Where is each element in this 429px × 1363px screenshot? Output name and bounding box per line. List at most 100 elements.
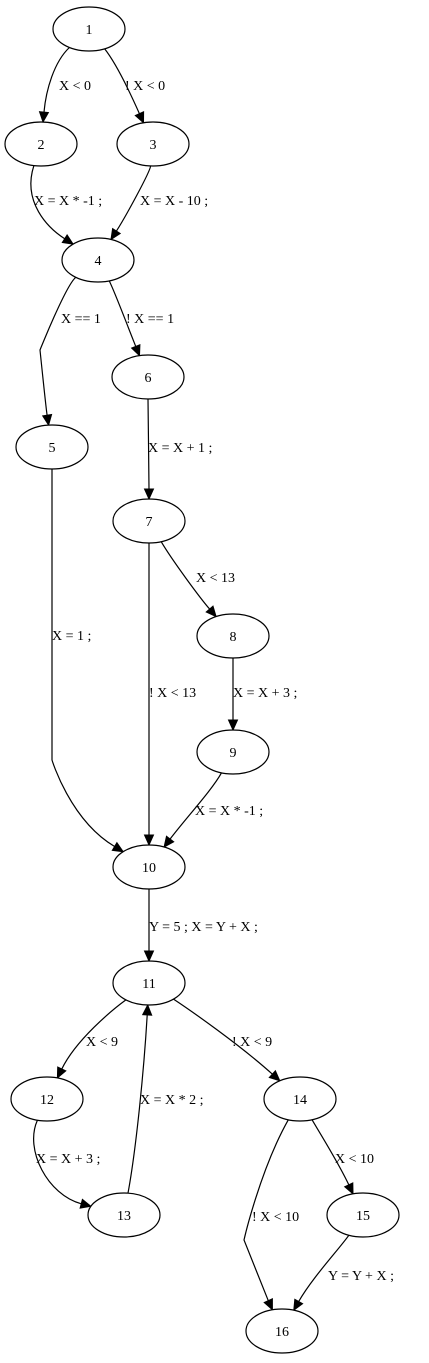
node-label: 10 bbox=[142, 861, 156, 876]
node-ellipse bbox=[10, 1076, 84, 1122]
edge-line bbox=[173, 998, 273, 1075]
node-ellipse bbox=[196, 613, 270, 659]
edge-line bbox=[43, 47, 70, 113]
arrowhead-icon bbox=[130, 343, 141, 357]
edge-line bbox=[169, 772, 223, 840]
edge-line bbox=[51, 469, 115, 848]
node-7: 7 bbox=[112, 498, 186, 544]
arrowhead-icon bbox=[38, 111, 50, 124]
edge-14-15: X < 10 bbox=[311, 1119, 374, 1196]
edge-label: ! X < 9 bbox=[232, 1035, 272, 1050]
node-11: 11 bbox=[112, 960, 186, 1006]
node-ellipse bbox=[15, 424, 89, 470]
node-16: 16 bbox=[245, 1308, 319, 1354]
edge-2-4: X = X * -1 ; bbox=[30, 165, 102, 245]
node-ellipse bbox=[4, 121, 78, 167]
edge-3-4: X = X - 10 ; bbox=[110, 165, 208, 241]
node-14: 14 bbox=[263, 1076, 337, 1122]
edge-12-13: X = X + 3 ; bbox=[33, 1119, 100, 1209]
node-10: 10 bbox=[112, 844, 186, 890]
edge-line bbox=[298, 1234, 350, 1302]
edge-11-12: X < 9 bbox=[56, 999, 127, 1079]
node-ellipse bbox=[112, 498, 186, 544]
node-15: 15 bbox=[326, 1192, 400, 1238]
edge-line bbox=[61, 999, 127, 1070]
node-label: 14 bbox=[293, 1093, 307, 1108]
edge-11-14: ! X < 9 bbox=[173, 998, 281, 1082]
arrowhead-icon bbox=[343, 1182, 354, 1196]
node-ellipse bbox=[116, 121, 190, 167]
node-8: 8 bbox=[196, 613, 270, 659]
node-9: 9 bbox=[196, 729, 270, 775]
node-5: 5 bbox=[15, 424, 89, 470]
node-ellipse bbox=[112, 844, 186, 890]
node-label: 15 bbox=[356, 1209, 370, 1224]
edge-line bbox=[39, 276, 77, 416]
arrowhead-icon bbox=[143, 950, 155, 963]
arrowhead-icon bbox=[293, 1298, 304, 1312]
edge-label: X < 10 bbox=[335, 1152, 374, 1167]
edge-label: X = 1 ; bbox=[52, 629, 91, 644]
edge-8-9: X = X + 3 ; bbox=[227, 658, 297, 732]
arrowhead-icon bbox=[56, 1066, 67, 1079]
node-13: 13 bbox=[87, 1192, 161, 1238]
node-label: 12 bbox=[40, 1093, 54, 1108]
edge-line bbox=[243, 1119, 289, 1301]
edge-13-11: X = X * 2 ; bbox=[127, 1003, 204, 1194]
edge-line bbox=[311, 1119, 350, 1186]
edge-7-10: ! X < 13 bbox=[143, 542, 196, 847]
node-ellipse bbox=[112, 960, 186, 1006]
node-label: 9 bbox=[230, 746, 237, 761]
arrowhead-icon bbox=[143, 834, 155, 847]
node-1: 1 bbox=[52, 6, 126, 52]
edge-5-10: X = 1 ; bbox=[51, 469, 125, 853]
edge-label: X < 13 bbox=[196, 571, 235, 586]
arrowhead-icon bbox=[205, 605, 217, 618]
arrowhead-icon bbox=[41, 413, 53, 427]
node-ellipse bbox=[52, 6, 126, 52]
edge-9-10: X = X * -1 ; bbox=[163, 772, 263, 848]
node-label: 11 bbox=[142, 977, 155, 992]
arrowhead-icon bbox=[263, 1298, 273, 1311]
node-label: 13 bbox=[117, 1209, 131, 1224]
edge-6-7: X = X + 1 ; bbox=[143, 398, 212, 501]
edge-label: X = X * -1 ; bbox=[34, 194, 102, 209]
node-label: 3 bbox=[150, 138, 157, 153]
edge-label: ! X == 1 bbox=[126, 312, 174, 327]
node-ellipse bbox=[87, 1192, 161, 1238]
node-label: 1 bbox=[86, 23, 93, 38]
arrowhead-icon bbox=[79, 1198, 93, 1209]
node-label: 7 bbox=[146, 515, 153, 530]
edge-label: X < 9 bbox=[86, 1035, 118, 1050]
node-ellipse bbox=[196, 729, 270, 775]
edge-label: X = X - 10 ; bbox=[140, 194, 208, 209]
arrowhead-icon bbox=[227, 719, 239, 732]
edge-label: X == 1 bbox=[61, 312, 101, 327]
node-ellipse bbox=[245, 1308, 319, 1354]
edge-7-8: X < 13 bbox=[160, 541, 235, 618]
edge-4-5: X == 1 bbox=[39, 276, 101, 427]
node-label: 16 bbox=[275, 1325, 289, 1340]
edge-label: X = X + 3 ; bbox=[36, 1152, 100, 1167]
arrowhead-icon bbox=[268, 1069, 281, 1082]
edge-line bbox=[108, 280, 137, 347]
arrowhead-icon bbox=[163, 835, 175, 848]
arrowhead-icon bbox=[111, 841, 125, 853]
node-label: 6 bbox=[145, 371, 152, 386]
node-ellipse bbox=[326, 1192, 400, 1238]
node-4: 4 bbox=[61, 237, 135, 283]
edge-label: ! X < 13 bbox=[149, 686, 196, 701]
edge-label: ! X < 0 bbox=[125, 79, 165, 94]
edge-label: X < 0 bbox=[59, 79, 91, 94]
node-label: 5 bbox=[49, 441, 56, 456]
edge-label: X = X + 3 ; bbox=[233, 686, 297, 701]
edge-14-16: ! X < 10 bbox=[243, 1119, 299, 1311]
edge-1-2: X < 0 bbox=[38, 47, 91, 124]
arrowhead-icon bbox=[141, 1003, 153, 1016]
node-label: 8 bbox=[230, 630, 237, 645]
edge-line bbox=[30, 165, 66, 240]
edge-line bbox=[104, 48, 140, 114]
edge-label: X = X * -1 ; bbox=[195, 804, 263, 819]
